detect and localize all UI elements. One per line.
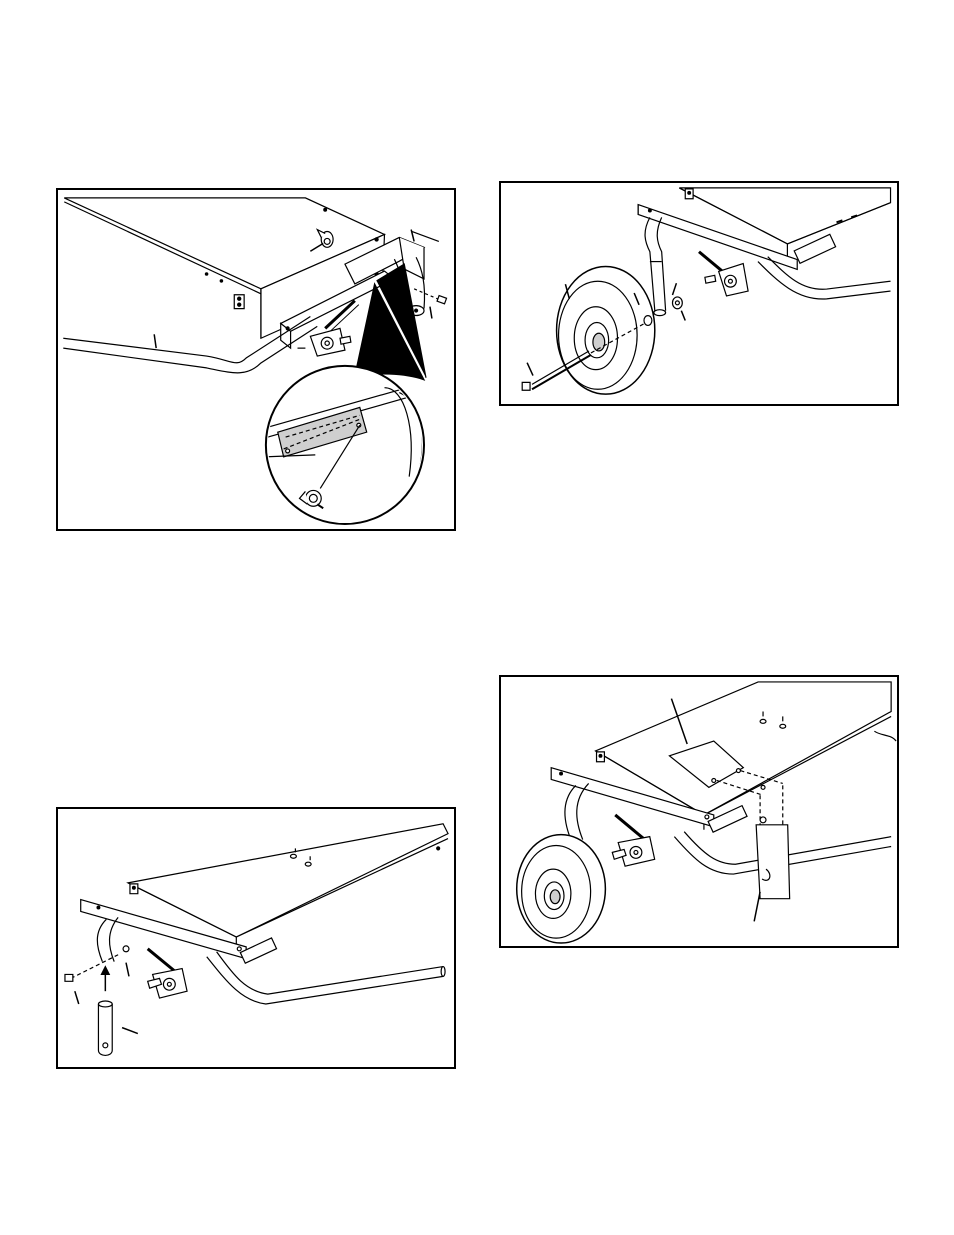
figure-handle-attachment — [56, 188, 456, 531]
figure-axle-stand-insertion — [56, 807, 456, 1069]
wheel — [517, 835, 606, 943]
spring-assembly — [148, 949, 187, 998]
wheel — [557, 266, 655, 394]
figure-wheel-attachment — [499, 181, 899, 406]
pin-and-bolt — [65, 946, 129, 981]
spreader-hopper — [596, 682, 897, 830]
bolt-part — [414, 289, 446, 304]
spring-assembly — [612, 815, 654, 866]
wheel-attachment-drawing — [501, 183, 897, 404]
axle-stand-drawing — [58, 809, 454, 1067]
curved-stand — [565, 783, 589, 839]
spring-assembly — [699, 252, 748, 296]
main-handle — [207, 952, 445, 1004]
stand-leg — [98, 1001, 112, 1055]
plate-attachment-drawing — [501, 677, 897, 946]
up-arrow — [101, 967, 109, 992]
figure-plate-attachment — [499, 675, 899, 948]
support-bracket — [756, 785, 790, 898]
curved-stand — [97, 917, 118, 961]
spreader-hopper — [679, 188, 890, 257]
handle-attachment-drawing — [58, 190, 454, 529]
